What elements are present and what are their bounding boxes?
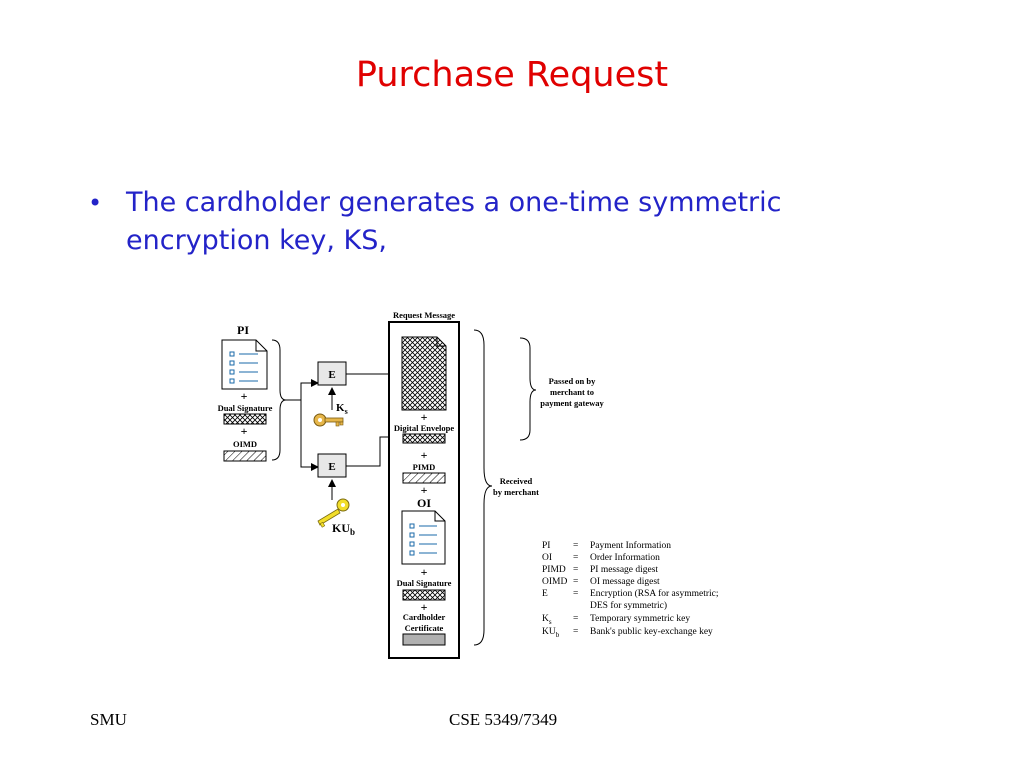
plus-sign: +: [241, 424, 248, 438]
pimd-label: PIMD: [413, 462, 436, 472]
plus-sign: +: [421, 448, 428, 462]
legend-definition: Bank's public key-exchange key: [590, 627, 713, 637]
digital-envelope-label: Digital Envelope: [394, 423, 454, 433]
legend-term: PIMD: [542, 565, 566, 575]
legend-definition: Order Information: [590, 552, 660, 563]
legend-term: E: [542, 589, 548, 599]
legend-definition: Encryption (RSA for asymmetric;: [590, 588, 719, 599]
oi-document-icon: [401, 510, 446, 565]
cardholder-certificate-block: [402, 633, 446, 646]
legend: PI = Payment Information OI = Order Info…: [542, 540, 719, 639]
plus-sign: +: [421, 600, 428, 614]
legend-row: OI = Order Information: [542, 552, 660, 563]
dual-signature-block: [402, 589, 446, 601]
legend-term: KUb: [542, 627, 560, 639]
legend-equals: =: [573, 614, 578, 624]
ks-key-icon: [313, 413, 344, 427]
oimd-label: OIMD: [233, 439, 257, 449]
legend-row: OIMD = OI message digest: [542, 577, 660, 587]
cardholder-certificate-label: Cardholder: [403, 612, 446, 622]
left-brace: [271, 339, 287, 461]
plus-sign: +: [241, 389, 248, 403]
legend-row: DES for symmetric): [590, 600, 667, 611]
passed-on-brace: [519, 337, 537, 441]
received-label: by merchant: [493, 487, 539, 497]
plus-sign: +: [421, 565, 428, 579]
legend-row: PIMD = PI message digest: [542, 565, 658, 575]
legend-term: OIMD: [542, 577, 567, 587]
ks-label: Ks: [336, 402, 348, 416]
pi-document-icon: [221, 339, 268, 390]
legend-definition: Payment Information: [590, 540, 671, 551]
encrypted-pi-document: [401, 336, 447, 411]
legend-equals: =: [573, 577, 578, 587]
kub-label: KUb: [332, 521, 355, 537]
passed-on-label: Passed on by: [549, 376, 597, 386]
kub-key-icon: [317, 498, 350, 528]
legend-term: Ks: [542, 614, 552, 626]
connector-line: [286, 379, 319, 401]
received-brace: [473, 329, 493, 646]
request-message-header: Request Message: [393, 310, 455, 320]
legend-row: E = Encryption (RSA for asymmetric;: [542, 588, 719, 599]
plus-sign: +: [421, 410, 428, 424]
dual-signature-label: Dual Signature: [397, 578, 452, 588]
bullet-text: The cardholder generates a one-time symm…: [126, 187, 782, 256]
legend-equals: =: [573, 589, 578, 599]
legend-equals: =: [573, 541, 578, 551]
legend-equals: =: [573, 565, 578, 575]
footer-center: CSE 5349/7349: [449, 710, 558, 729]
legend-term: OI: [542, 553, 552, 563]
encrypt-bottom-label: E: [328, 461, 335, 473]
legend-definition: OI message digest: [590, 577, 660, 587]
oi-label: OI: [417, 496, 431, 510]
legend-definition: Temporary symmetric key: [590, 614, 690, 624]
slide-title: Purchase Request: [355, 55, 669, 95]
legend-row: PI = Payment Information: [542, 540, 671, 551]
legend-definition: DES for symmetric): [590, 600, 667, 611]
footer-left: SMU: [90, 710, 127, 729]
legend-row: Ks = Temporary symmetric key: [542, 614, 690, 626]
passed-on-label: payment gateway: [540, 398, 604, 408]
bullet-dot-icon: •: [88, 189, 103, 217]
cardholder-certificate-label: Certificate: [405, 623, 444, 633]
connector-line: [286, 399, 319, 471]
legend-equals: =: [573, 627, 578, 637]
plus-sign: +: [421, 483, 428, 497]
legend-term: PI: [542, 541, 550, 551]
legend-row: KUb = Bank's public key-exchange key: [542, 627, 713, 639]
encrypt-top-label: E: [328, 369, 335, 381]
pi-label: PI: [237, 323, 249, 337]
passed-on-label: merchant to: [550, 387, 594, 397]
bullet-item: • The cardholder generates a one-time sy…: [88, 184, 868, 260]
received-label: Received: [500, 476, 533, 486]
oimd-block: [223, 450, 267, 462]
legend-definition: PI message digest: [590, 565, 658, 575]
legend-equals: =: [573, 553, 578, 563]
dual-signature-block: [223, 413, 267, 425]
digital-envelope-block: [402, 433, 446, 444]
dual-signature-label: Dual Signature: [218, 403, 273, 413]
pimd-block: [402, 472, 446, 484]
